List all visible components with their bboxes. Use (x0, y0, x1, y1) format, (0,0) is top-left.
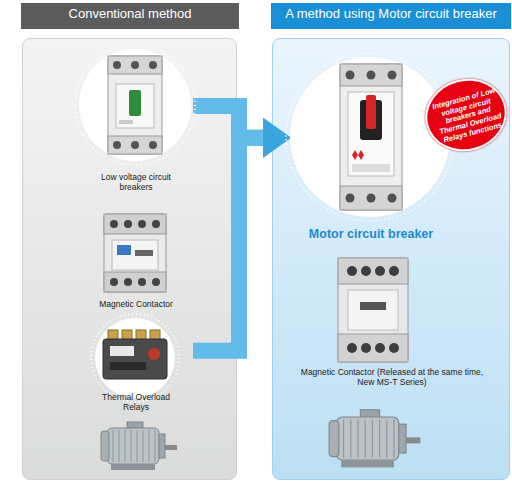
component-label: Low voltage circuit breakers (98, 173, 174, 193)
callout-badge: Integration of Low voltage circuit break… (417, 70, 512, 161)
component-label: Magnetic Contactor (86, 300, 186, 310)
product-item: Low voltage circuit breakers (79, 49, 193, 207)
product-item: Motor circuit breaker (291, 56, 451, 246)
method-panel: A method using Motor circuit breakerMoto… (272, 38, 510, 480)
section-header: A method using Motor circuit breaker (271, 3, 511, 29)
product-name: Motor circuit breaker (291, 227, 451, 241)
product-item: Magnetic Contactor (Released at the same… (297, 251, 487, 399)
product-item: Magnetic Contactor (79, 207, 193, 315)
component-label: Thermal Overload Relays (91, 393, 181, 413)
product-item: Thermal Overload Relays (79, 319, 193, 415)
section-header: Conventional method (21, 3, 239, 29)
component-label: Magnetic Contactor (Released at the same… (297, 368, 487, 388)
callout-text: Integration of Low voltage circuit break… (429, 86, 508, 146)
